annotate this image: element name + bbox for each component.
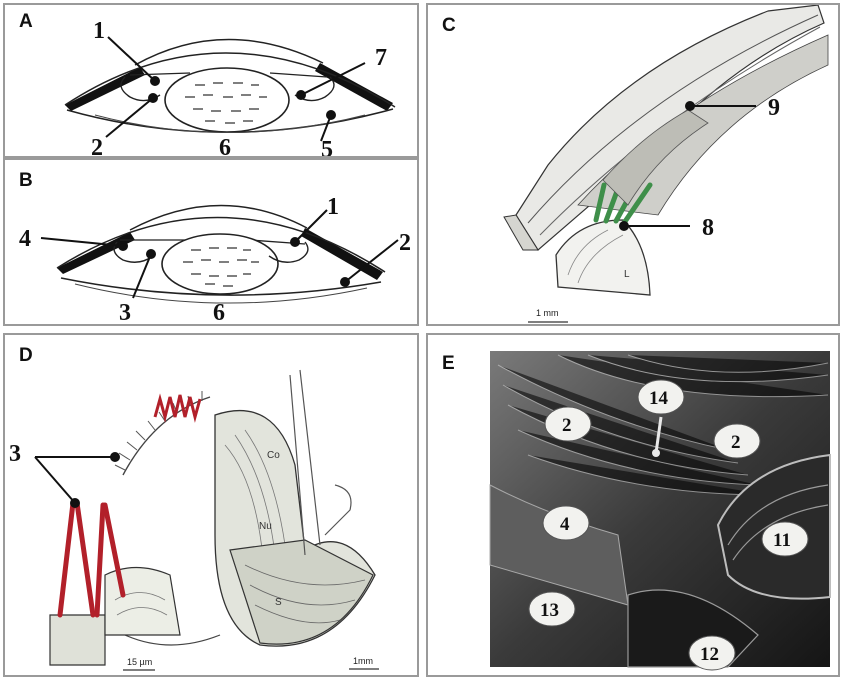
panel-e-label: E (442, 353, 455, 374)
band-stroke-1 (527, 14, 819, 224)
label-bubbles (528, 379, 809, 671)
callout-4: 4 (19, 226, 31, 252)
lower-curve-inner (74, 283, 368, 304)
strands (289, 369, 352, 556)
panel-b-label: B (19, 170, 33, 191)
callout-8: 8 (702, 215, 714, 241)
panel-c: C 9 8 L 1 mm (426, 3, 840, 326)
lens-hatching (567, 229, 624, 284)
lower-curve-inner (94, 114, 366, 133)
ciliary-right (294, 76, 335, 102)
ciliary-block-illustration: 9 8 L 1 mm (503, 5, 829, 323)
callout-3: 3 (119, 300, 131, 326)
callout-1: 1 (93, 18, 105, 44)
wedge (229, 539, 374, 645)
bubble-2b: 2 (731, 432, 741, 453)
sem-micrograph: 14 2 2 4 11 13 12 (489, 351, 831, 671)
lower-curve (60, 277, 382, 296)
bubble-4: 4 (560, 514, 570, 535)
callout-5: 5 (321, 137, 333, 158)
scale-label: 1 mm (536, 308, 559, 318)
lens-block (555, 219, 651, 296)
bubble-13: 13 (540, 600, 559, 621)
cornea-arc (129, 204, 308, 231)
eye-reconstruction-illustration: Co Nu S 3 15 µm 1mm (9, 369, 379, 671)
scale-label-left: 15 µm (127, 657, 152, 667)
lens-dashes (185, 82, 267, 124)
bubble-11: 11 (773, 530, 791, 551)
lens-letter: L (624, 269, 630, 280)
dark-band-left (57, 232, 135, 274)
pointer-14 (654, 416, 663, 454)
bubble-2a: 2 (562, 415, 572, 436)
dark-band-left (65, 67, 145, 111)
bright-rings (727, 484, 829, 561)
cornea-arc (134, 38, 324, 66)
block-front (503, 214, 539, 251)
callout-3: 3 (9, 441, 21, 467)
eye-section-diagram-b: 4 3 6 1 2 (19, 194, 411, 326)
callout-6: 6 (213, 300, 225, 326)
callout-7: 7 (375, 45, 387, 71)
panel-d: D Co Nu S (3, 333, 419, 677)
callout-2: 2 (399, 230, 411, 256)
tag-nu: Nu (259, 521, 272, 532)
panel-a-label: A (19, 11, 33, 32)
lower-arc (124, 634, 221, 646)
panel-d-label: D (19, 345, 33, 366)
lens-dashes (183, 247, 259, 287)
ciliary-right (268, 241, 309, 263)
tag-s: S (275, 597, 282, 608)
iris-lines (129, 72, 328, 78)
red-zigzag (153, 393, 202, 423)
wedge-fibers (244, 564, 366, 624)
eye-section-diagram-a: 1 2 5 6 7 (64, 18, 396, 158)
panel-b: B 4 3 6 1 2 (3, 158, 419, 326)
callout-1: 1 (327, 194, 339, 220)
bubble-12: 12 (700, 644, 719, 665)
outer-arc (64, 52, 396, 108)
left-block-rings (114, 592, 168, 616)
left-block (49, 614, 106, 666)
panel-a: A 1 2 5 6 7 (3, 3, 419, 158)
panel-c-label: C (442, 15, 456, 36)
detail-zone (602, 109, 709, 206)
scale-label-right: 1mm (353, 656, 373, 666)
bubble-14: 14 (649, 388, 669, 409)
tag-co: Co (267, 450, 280, 461)
left-block-top (104, 566, 181, 636)
callout-2: 2 (91, 135, 103, 158)
ciliary-left (113, 241, 154, 263)
lens (161, 233, 279, 295)
arc-spines (114, 391, 203, 471)
panel-e: E (426, 333, 840, 677)
callout-6: 6 (219, 135, 231, 158)
callout-9: 9 (768, 95, 780, 121)
red-muscle-fibers (57, 500, 126, 618)
